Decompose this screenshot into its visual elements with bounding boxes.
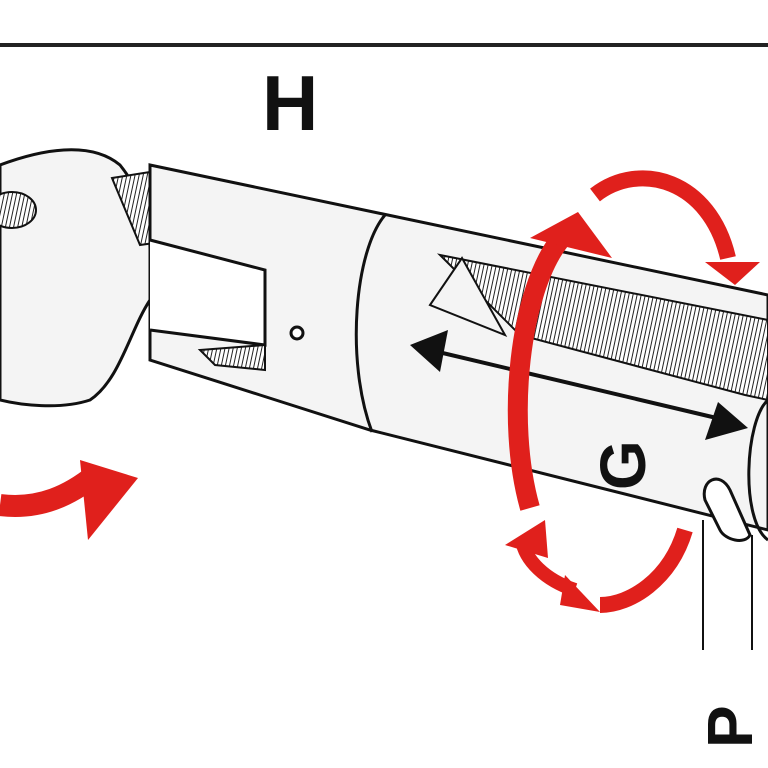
fork-slot <box>149 238 267 347</box>
sleeve-joint <box>354 214 387 433</box>
arrowhead-left-icon <box>410 330 448 372</box>
tube-end <box>747 398 768 542</box>
label-p: P <box>694 705 766 748</box>
rotation-arrow-main-head-icon <box>530 212 612 258</box>
rotation-arrow-main-icon <box>507 233 569 511</box>
pin-hole <box>289 325 305 341</box>
label-h: H <box>262 59 318 147</box>
arrowhead-right-icon <box>705 402 748 440</box>
rotation-arrow-left-head-icon <box>80 460 138 540</box>
rotation-arrow-bottom-head-icon <box>505 520 548 558</box>
rotation-arrow-bottom-head2-icon <box>560 575 600 612</box>
rotation-arrow-top-head-icon <box>705 262 760 285</box>
label-g: G <box>587 440 659 490</box>
rotation-arrow-top-icon <box>590 170 736 260</box>
slot-notch <box>428 256 508 337</box>
handle-hole <box>0 191 37 229</box>
rotation-arrow-bottom-icon <box>599 527 693 613</box>
knurl-bottom <box>197 343 266 372</box>
travel-double-arrow <box>429 348 726 422</box>
pin-slot <box>702 477 752 542</box>
rotation-arrow-left-icon <box>0 466 102 517</box>
slot-groove <box>436 253 768 402</box>
